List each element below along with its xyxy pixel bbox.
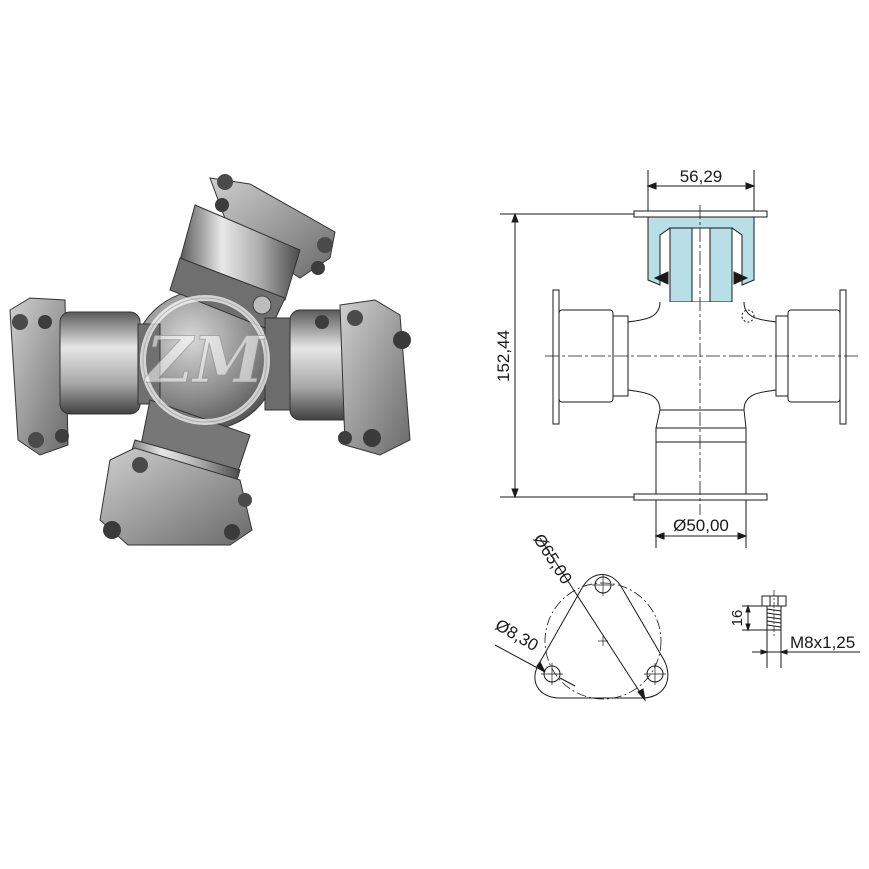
dim-hole-diameter: Ø8,30 xyxy=(492,615,542,655)
arm-left xyxy=(9,297,161,456)
dim-bolt-length: 16 xyxy=(729,610,746,627)
dim-top-width: 56,29 xyxy=(680,167,723,186)
dim-cap-diameter: Ø50,00 xyxy=(673,516,729,535)
watermark-logo: ZM xyxy=(140,295,270,425)
drawing-front-view xyxy=(500,170,860,548)
product-render: ZM xyxy=(9,174,411,546)
watermark-text: ZM xyxy=(143,323,266,398)
grease-fitting xyxy=(252,295,272,315)
arm-bottom xyxy=(99,399,253,546)
dim-flange-diameter: Ø65,00 xyxy=(529,530,575,587)
arm-right xyxy=(264,299,411,456)
drawing-bolt xyxy=(742,590,860,668)
drawing-flange-view xyxy=(494,537,669,702)
dim-total-length: 152,44 xyxy=(494,330,513,382)
dim-bolt-thread: M8x1,25 xyxy=(790,633,855,652)
arm-top xyxy=(169,174,336,331)
